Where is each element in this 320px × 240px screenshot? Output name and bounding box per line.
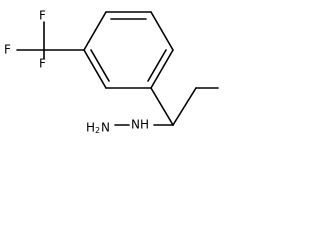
bond-ch-to-ch2 <box>172 87 197 126</box>
bond-ring-to-ch <box>150 87 174 126</box>
structure-diagram: F F F NH H 2 N <box>4 9 219 136</box>
ring-double-bond-left <box>90 49 110 82</box>
ring-bond-top-right <box>150 11 174 51</box>
ring-bond-bottom-left <box>83 49 107 89</box>
nh-label: NH <box>131 118 149 132</box>
amino-subscript-label: 2 <box>95 126 100 135</box>
ring-double-bond-right <box>147 49 167 82</box>
fluorine-top-label: F <box>39 9 46 23</box>
amino-h-label: H <box>86 121 95 135</box>
amino-nh2-label: H 2 N <box>86 121 110 136</box>
fluorine-bottom-label: F <box>39 57 46 71</box>
fluorine-left-label: F <box>4 43 11 57</box>
ring-bond-top-left <box>83 11 107 51</box>
amino-n-label: N <box>101 121 110 135</box>
ring-bond-bottom-right <box>150 49 174 89</box>
